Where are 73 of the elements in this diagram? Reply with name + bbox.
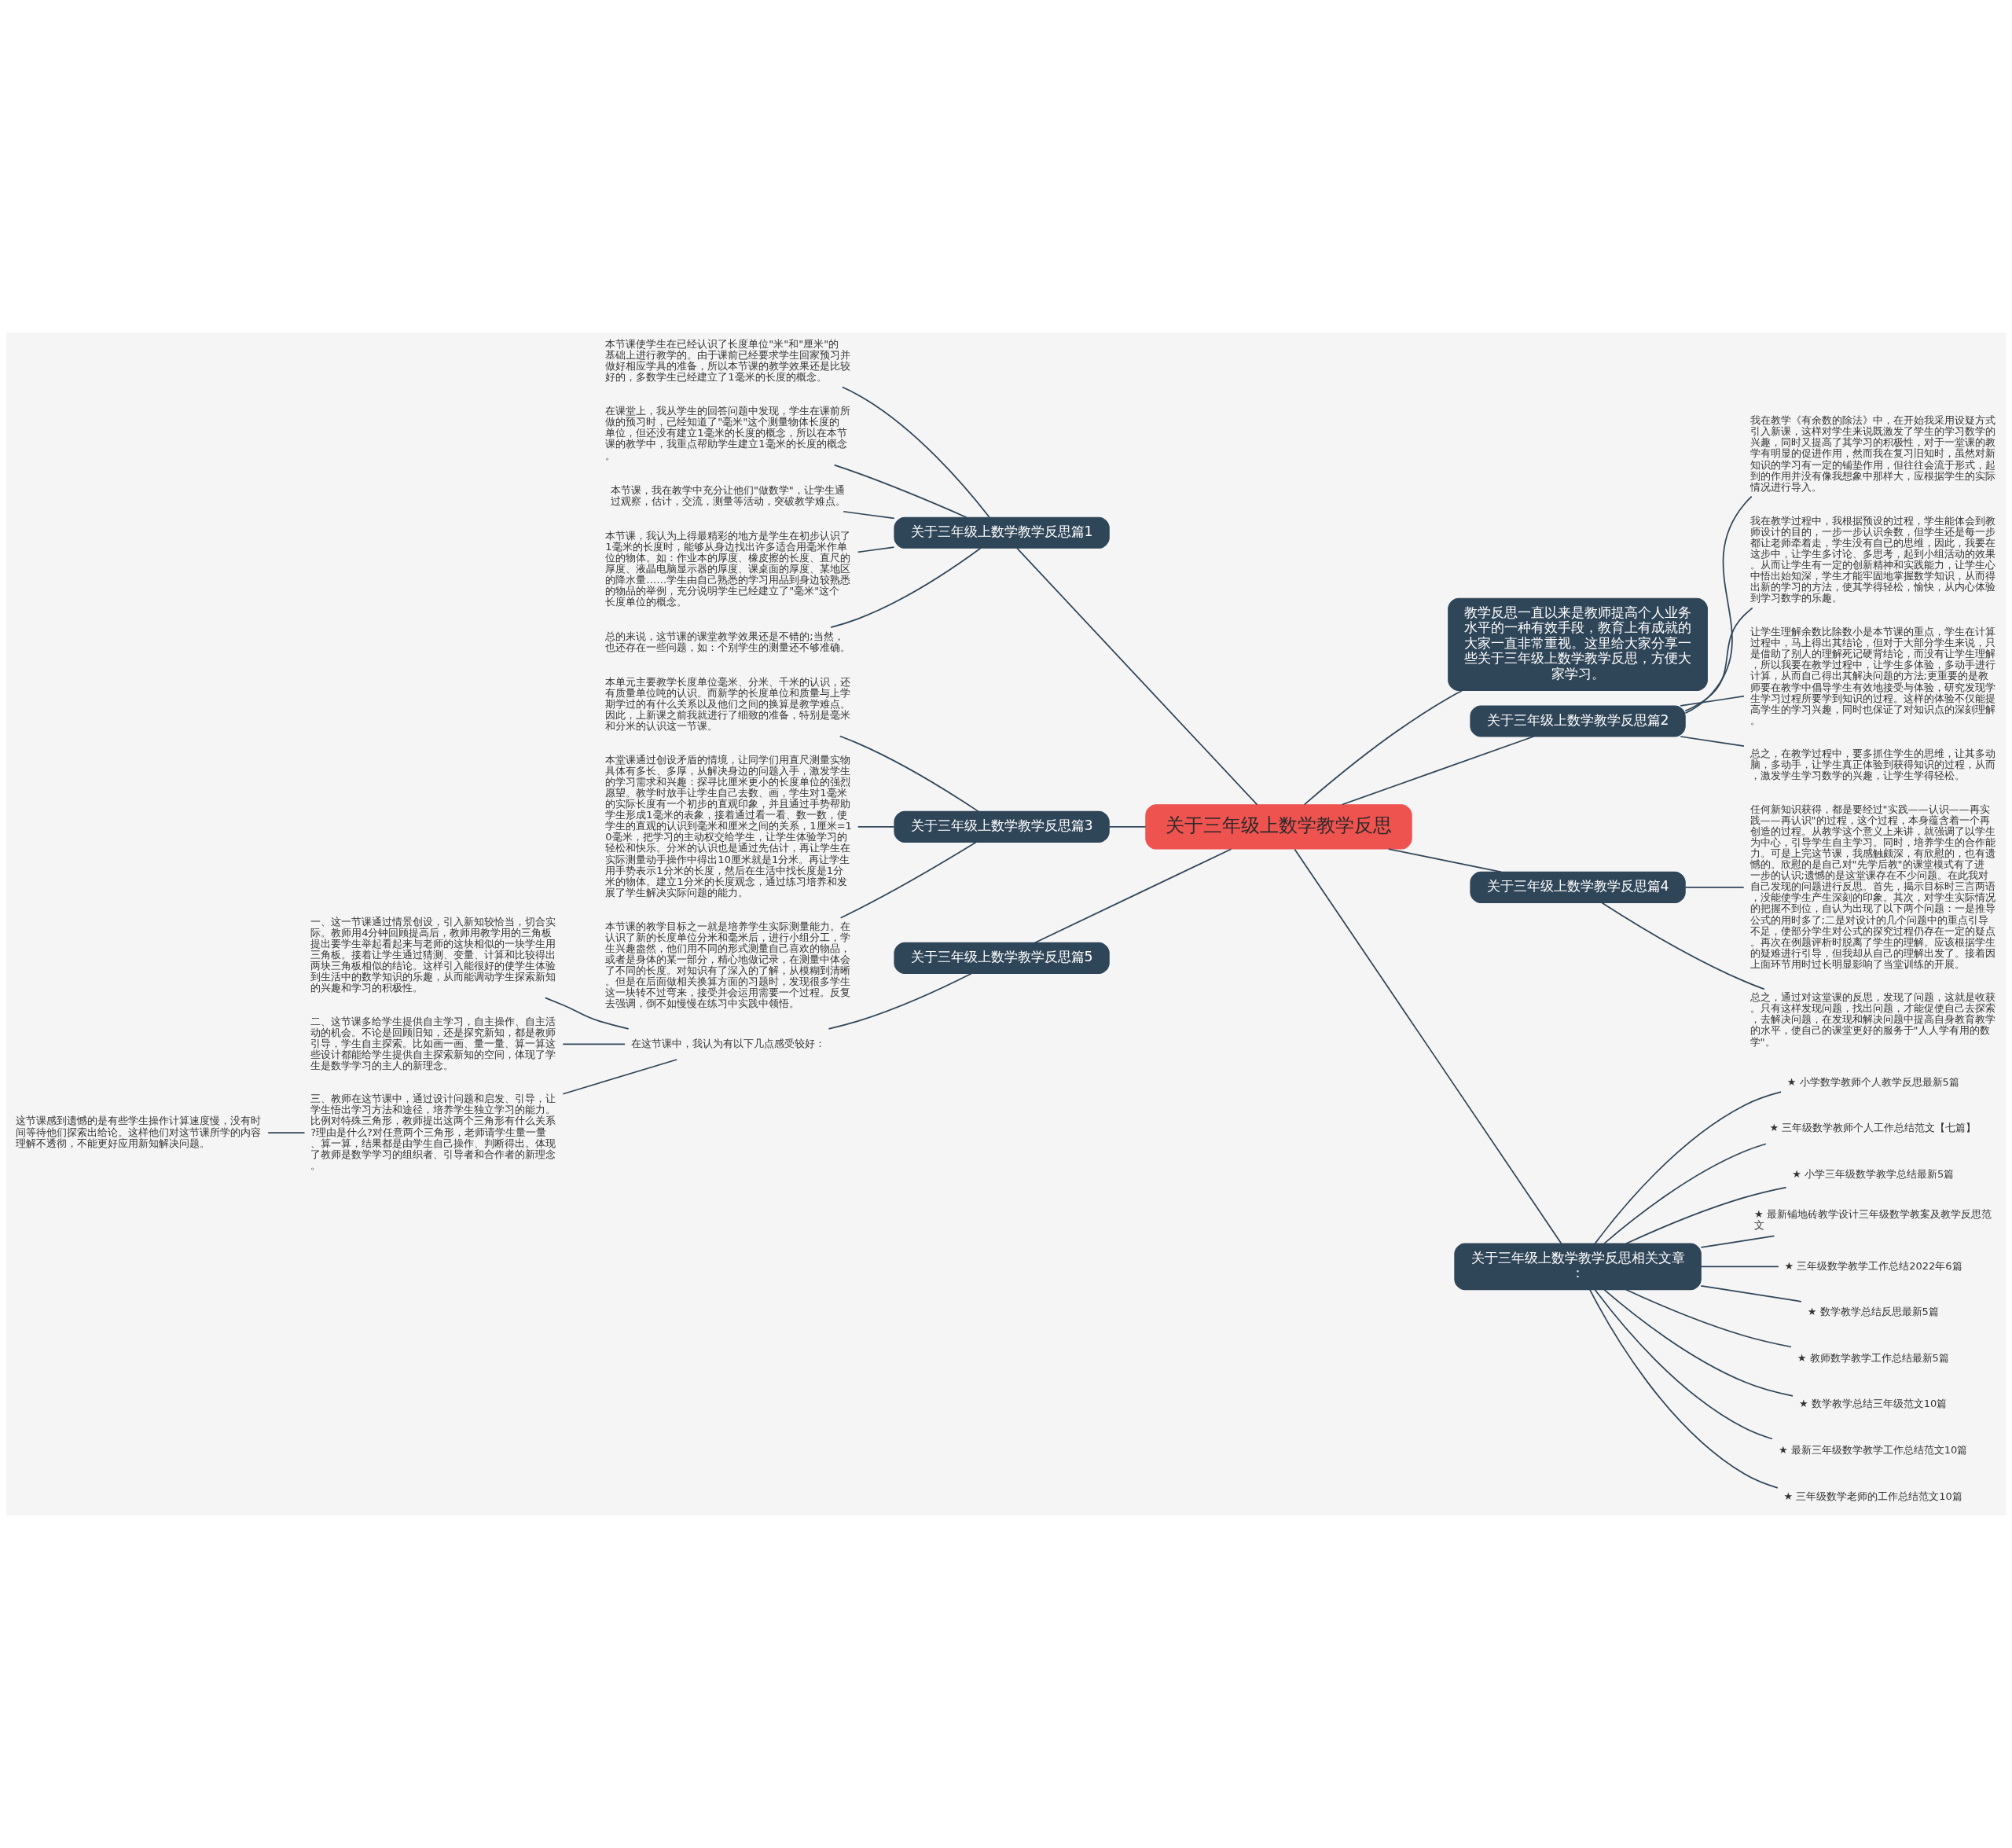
connector xyxy=(1387,848,1503,873)
connector xyxy=(830,547,982,629)
connector xyxy=(1700,1284,1802,1302)
connector xyxy=(839,735,979,813)
connector xyxy=(1700,1266,1779,1268)
connector xyxy=(1684,607,1753,712)
connector xyxy=(1016,547,1258,806)
connector xyxy=(828,972,972,1030)
connector xyxy=(544,997,630,1030)
node-text: ★ 小学数学教师个人教学反思最新5篇 xyxy=(1786,1075,1959,1088)
connector xyxy=(1603,1289,1794,1397)
connector xyxy=(1303,689,1463,806)
node-text: 我在教学《有余数的除法》中，在开始我采用设疑方式引入新课，这样对学生来说既激发了学生的学习数学的兴趣，同时又提高了其学习的积极性，对于一堂课的教学有明显的促进作用，然而我在复习旧知时，虽然对新知识的学习有一定的铺垫作用，但往往会流于形式，起到的作用并没有像我想象中那样大，应根据学生的实际情况进行导入。 xyxy=(1749,414,1995,493)
connector xyxy=(562,1043,626,1045)
connector xyxy=(1342,736,1535,806)
node-text: 本节课的教学目标之一就是培养学生实际测量能力。在认识了新的长度单位分米和毫米后，进行小组分工，学生兴趣盎然，他们用不同的形式测量自己喜欢的物品，或者是身体的某一部分，精心地做记录，在测量中体会了不同的长度。对知识有了深入的了解，从模糊到清晰。但是在后面做相关换算方面的习题时，发现很多学生这一块转不过弯来，接受并会运用需要一个过程。反复去强调，倒不如慢慢在练习中实践中领悟。 xyxy=(605,920,851,1010)
node-text: ★ 小学三年级数学教学总结最新5篇 xyxy=(1792,1167,1955,1180)
node-text: 任何新知识获得，都是要经过"实践——认识——再实践——再认识"的过程，这个过程，本身蕴含着一个再创造的过程。从教学这个意义上来讲，就强调了以学生为中心，引导学生自主学习。同时，培养学生的合作能力。可是上完这节课，我感触颇深，有欣慰的，也有遗憾的。欣慰的是自己对"先学后教"的课堂模式有了进一步的认识;遗憾的是这堂课存在不少问题。在此我对自己发现的问题进行反思。首先，揭示目标时三言两语，没能使学生产生深刻的印象。其次，对学生实际情况的把握不到位，自认为出现了以下两个问题：一是推导公式的用时多了;二是对设计的几个问题中的重点引导不足，使部分学生对公式的探究过程仍存在一定的疑点。再次在例题评析时脱离了学生的理解。应该根据学生的疑难进行引导，但我却从自己的理解出发了。接着因上面环节用时过长明显影响了当堂训练的开展。 xyxy=(1749,803,1995,970)
node-text: 在这节课中，我认为有以下几点感受较好： xyxy=(630,1037,825,1049)
node-text: ★ 数学教学总结三年级范文10篇 xyxy=(1798,1398,1948,1410)
connector xyxy=(843,510,895,520)
node-box: 关于三年级上数学教学反思相关文章： xyxy=(1454,1243,1702,1291)
node-text: 在课堂上，我从学生的回答问题中发现，学生在课前所做的预习时，已经知道了"毫米"这个测量物体长度的单位，但还没有建立1毫米的长度的概念，所以在本节课的教学中，我重点帮助学生建立1毫米的长度的概念。 xyxy=(605,405,851,461)
connector xyxy=(1034,848,1232,944)
node-text: ★ 最新铺地砖教学设计三年级数学教案及教学反思范文 xyxy=(1754,1208,1992,1232)
connector xyxy=(857,826,895,828)
connector xyxy=(857,546,895,553)
connector xyxy=(1603,1143,1767,1244)
node-text: 一、这一节课通过情景创设，引入新知较恰当，切合实际。教师用4分钟回顾提高后，教师用教学用的三角板提出要学生举起看起来与老师的这块相似的一块学生用三角板。接着让学生通过猜测、变量、计算和比较得出两块三角板相似的结论。这样引入能很好的使学生体验到生活中的数学知识的乐趣，从而能调动学生探索新知的兴趣和学习的积极性。 xyxy=(310,915,556,994)
connector xyxy=(1680,695,1745,707)
node-text: 总之，在教学过程中，要多抓住学生的思维，让其多动脑，多动手，让学生真正体验到获得知识的过程，从而，激发学生学习数学的兴趣，让学生学得轻松。 xyxy=(1749,748,1995,782)
node-text: 本堂课通过创设矛盾的情境，让同学们用直尺测量实物具体有多长、多厚，从解决身边的问题入手，激发学生的学习需求和兴趣：探寻比厘米更小的长度单位的强烈愿望。教学时放手让学生自己去数、画，学生对1毫米的实际长度有一个初步的直观印象，并且通过手势帮助学生形成1毫米的表象，接着通过看一看、数一数，使学生的直观的认识到毫米和厘米之间的关系，1厘米=10毫米，把学习的主动权交给学生，让学生体验学习的轻松和快乐。分米的认识也是通过先估计，再让学生在实际测量动手操作中得出10厘米就是1分米。再让学生用手势表示1分米的长度，然后在生活中找长度是1分米的物体。建立1分米的长度观念，通过练习培养和发展了学生解决实际问题的能力。 xyxy=(605,753,852,898)
node-text: 三、教师在这节课中，通过设计问题和启发、引导，让学生悟出学习方法和途径，培养学生独立学习的能力。比例对特殊三角形，教师提出这两个三角形有什么关系?理由是什么?对任意两个三角形，老师请学生量一量、算一算，结果都是由学生自己操作、判断得出。体现了教师是数学学习的组织者、引导者和合作者的新理念。 xyxy=(310,1093,556,1171)
node-text: 这节课感到遗憾的是有些学生操作计算速度慢，没有时间等待他们探索出给论。这样他们对这节课所学的内容理解不透彻，不能更好应用新知解决问题。 xyxy=(16,1115,262,1149)
connector xyxy=(1680,736,1745,748)
connector xyxy=(1594,1288,1773,1440)
node-text: 我在教学过程中，我根据预设的过程，学生能体会到教师设计的目的，一步一步认识余数，但学生还是每一步都让老师牵着走，学生没有自已的思维，因此，我要在这步中，让学生多讨论、多思考，起到小组活动的效果。从而让学生有一定的创新精神和实践能力，让学生心中悟出始知深，学生才能牢固地掌握数学知识，从而得出新的学习的方法，使其学得轻松，愉快，从内心体验到学习数学的乐趣。 xyxy=(1749,514,1995,604)
connector xyxy=(267,1132,306,1133)
node-text: ★ 三年级数学教学工作总结2022年6篇 xyxy=(1784,1259,1962,1272)
connector xyxy=(1684,495,1753,715)
node-text: 本节课，我在教学中充分让他们"做数学"，让学生通过观察，估计，交流，测量等活动，突破教学难点。 xyxy=(610,483,846,507)
node-box: 关于三年级上数学教学反思篇1 xyxy=(894,516,1110,549)
node-text: ★ 三年级数学老师的工作总结范文10篇 xyxy=(1783,1490,1962,1502)
connector xyxy=(1700,1235,1775,1248)
connector xyxy=(562,1059,677,1095)
node-box: 教学反思一直以来是教师提高个人业务水平的一种有效手段，教育上有成就的大家一直非常重视。这里给大家分享一些关于三年级上数学教学反思，方便大家学习。 xyxy=(1448,597,1708,691)
node-text: 总的来说，这节课的课堂教学效果还是不错的;当然，也还存在一些问题，如：个别学生的测量还不够准确。 xyxy=(605,630,851,654)
node-box: 关于三年级上数学教学反思篇5 xyxy=(894,942,1110,974)
node-text: 本单元主要教学长度单位毫米、分米、千米的认识，还有质量单位吨的认识。而新学的长度单位和质量与上学期学过的有什么关系以及他们之间的换算是教学难点。因此，上新课之前我就进行了细致的准备，特别是毫米和分米的认识这一节课。 xyxy=(605,676,851,733)
node-box: 关于三年级上数学教学反思篇2 xyxy=(1470,705,1686,737)
connector xyxy=(833,464,967,519)
connector xyxy=(841,386,990,518)
node-box: 关于三年级上数学教学反思 xyxy=(1145,804,1412,850)
connector xyxy=(1601,902,1765,990)
connector xyxy=(839,841,977,919)
node-text: 二、这节课多给学生提供自主学习，自主操作、自主活动的机会。不论是回顾旧知，还是探究新知，都是教师引导，学生自主探索。比如画一画、量一量、算一算这些设计都能给学生提供自主探索新知的空间，体现了学生是数学学习的主人的新理念。 xyxy=(310,1015,556,1071)
node-text: 让学生理解余数比除数小是本节课的重点，学生在计算过程中，马上得出其结论，但对于大部分学生来说，只是借助了别人的理解死记硬背结论，而没有让学生理解，所以我要在教学过程中，让学生多体验，多动手进行计算，从而自己得出其解决问题的方法;更重要的是教师要在教学中倡导学生有效地接受与体验，研究发现学生学习过程所要学到知识的过程。这样的体验不仅能提高学生的学习兴趣，同时也保证了对知识点的深刻理解。 xyxy=(1749,626,1995,726)
connector xyxy=(1625,1288,1792,1348)
node-text: ★ 教师数学教学工作总结最新5篇 xyxy=(1797,1351,1949,1364)
node-text: 总之，通过对这堂课的反思，发现了问题，这就是收获。只有这样发现问题，找出问题，才能促使自己去探索，去解决问题，在发现和解决问题中提高自身教育教学的水平，使自己的课堂更好的服务于"人人学有用的数学"。 xyxy=(1749,991,1995,1048)
connector xyxy=(1108,826,1147,828)
node-text: 本节课使学生在已经认识了长度单位"米"和"厘米"的基础上进行教学的。由于课前已经要求学生回家预习并做好相应学具的准备，所以本节课的教学效果还是比较好的，多数学生已经建立了1毫米的长度的概念。 xyxy=(605,338,851,384)
node-box: 关于三年级上数学教学反思篇3 xyxy=(894,810,1110,843)
node-box: 关于三年级上数学教学反思篇4 xyxy=(1470,871,1686,903)
node-text: 本节课，我认为上得最精彩的地方是学生在初步认识了1毫米的长度时，能够从身边找出许多适合用毫米作单位的物体。如：作业本的厚度、橡皮擦的长度、直尺的厚度、液晶电脑显示器的厚度、课桌面的厚度、某地区的降水量……学生由自己熟悉的学习用品到身边较熟悉的物品的举例，充分说明学生已经建立了"毫米"这个长度单位的概念。 xyxy=(605,529,851,608)
node-text: ★ 三年级数学教师个人工作总结范文【七篇】 xyxy=(1769,1122,1977,1134)
node-text: ★ 最新三年级数学教学工作总结范文10篇 xyxy=(1778,1443,1968,1456)
connector xyxy=(1594,1091,1782,1244)
connector xyxy=(1625,1186,1787,1244)
connector xyxy=(1684,887,1745,888)
node-text: ★ 数学教学总结反思最新5篇 xyxy=(1807,1306,1939,1318)
connector xyxy=(1589,1289,1779,1489)
connector xyxy=(1294,848,1562,1244)
